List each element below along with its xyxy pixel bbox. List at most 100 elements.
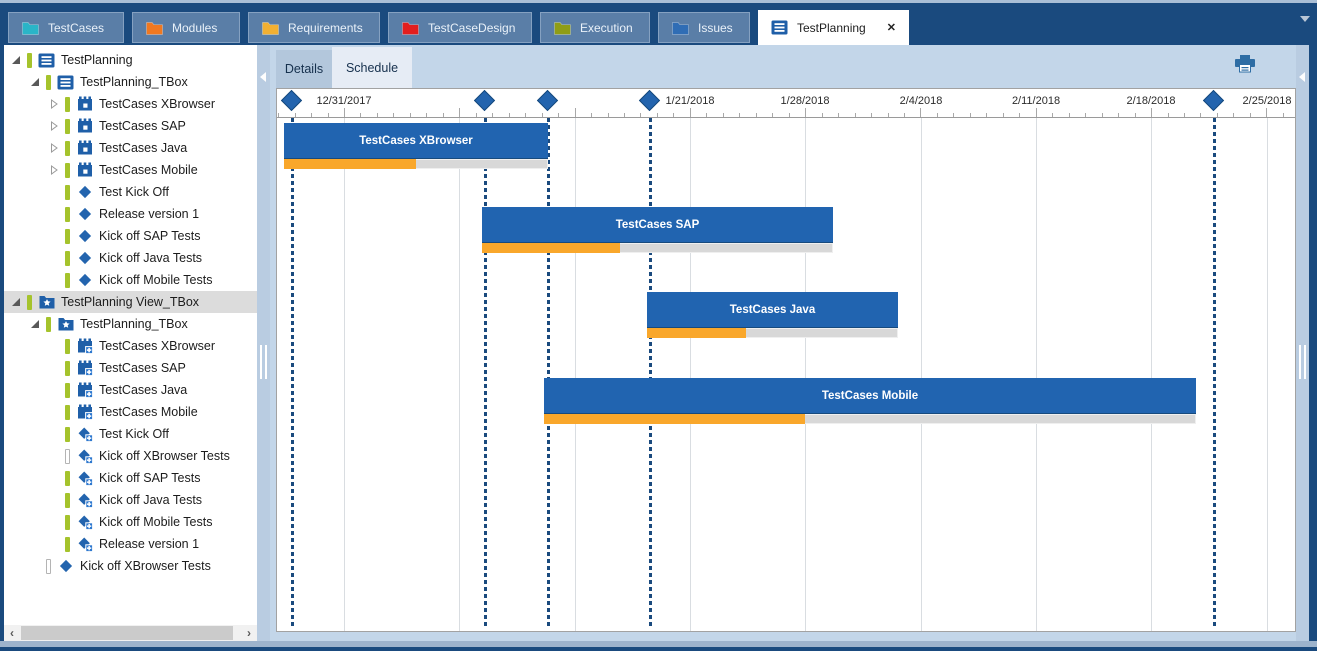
tree-item-testplanning-tbox[interactable]: TestPlanning_TBox [4,313,257,335]
tree-item-release-version-1[interactable]: Release version 1 [4,533,257,555]
tab-testcases[interactable]: TestCases [8,12,124,43]
collapse-arrow-icon[interactable] [47,165,61,175]
tree-item-testcases-java[interactable]: TestCases Java [4,379,257,401]
milestone-diamond-icon[interactable] [1202,89,1225,112]
tree-item-kick-off-xbrowser-tests[interactable]: Kick off XBrowser Tests [4,445,257,467]
timeline-tick [1068,113,1070,117]
tree-item-kick-off-sap-tests[interactable]: Kick off SAP Tests [4,467,257,489]
week-gridline [459,118,460,631]
folder-icon [554,21,571,35]
tab-issues[interactable]: Issues [658,12,750,43]
splitter-grip-icon[interactable] [260,345,267,379]
timeline-tick [591,113,593,117]
status-bar-icon [65,360,70,376]
milestone-diamond-icon[interactable] [473,89,496,112]
tab-overflow-caret-icon[interactable] [1300,16,1310,22]
collapse-arrow-icon[interactable] [47,121,61,131]
tree-item-kick-off-xbrowser-tests[interactable]: Kick off XBrowser Tests [4,555,257,577]
tree-horizontal-scrollbar[interactable]: ‹ › [4,625,257,641]
scrollbar-thumb[interactable] [21,626,233,640]
tree-item-test-kick-off[interactable]: Test Kick Off [4,423,257,445]
right-panel-splitter[interactable] [1296,45,1309,641]
tab-execution[interactable]: Execution [540,12,650,43]
scroll-right-icon[interactable]: › [247,626,251,640]
tree-item-testplanning-view-tbox[interactable]: TestPlanning View_TBox [4,291,257,313]
folder-icon [402,21,419,35]
tree-item-testcases-sap[interactable]: TestCases SAP [4,115,257,137]
timeline-tick [871,113,873,117]
timeline-tick [525,113,527,117]
status-bar-icon [65,118,70,134]
status-bar-icon [46,558,51,574]
tree-item-testcases-sap[interactable]: TestCases SAP [4,357,257,379]
tree-item-kick-off-java-tests[interactable]: Kick off Java Tests [4,247,257,269]
tree-item-testplanning-tbox[interactable]: TestPlanning_TBox [4,71,257,93]
status-bar-icon [65,184,70,200]
tree-item-testcases-xbrowser[interactable]: TestCases XBrowser [4,93,257,115]
timeline-tick [986,113,988,117]
close-icon[interactable]: ✕ [886,22,896,34]
splitter-grip-icon[interactable] [1299,345,1306,379]
milestone-line [649,118,652,629]
scroll-left-icon[interactable]: ‹ [10,626,14,640]
status-bar-icon [65,228,70,244]
tree-item-label: Kick off SAP Tests [99,229,201,243]
milestone-diamond-icon[interactable] [536,89,559,112]
tree-item-release-version-1[interactable]: Release version 1 [4,203,257,225]
tab-requirements[interactable]: Requirements [248,12,380,43]
print-icon[interactable] [1234,55,1256,73]
gantt-bar-testcases-mobile[interactable]: TestCases Mobile [544,378,1196,414]
expand-arrow-icon[interactable] [9,297,23,307]
gantt-bar-testcases-xbrowser[interactable]: TestCases XBrowser [284,123,548,159]
timeline-tick [838,113,840,117]
milestone-diamond-icon[interactable] [638,89,661,112]
expand-arrow-icon[interactable] [28,77,42,87]
calendar-plus-icon [76,360,93,376]
tree-item-kick-off-sap-tests[interactable]: Kick off SAP Tests [4,225,257,247]
timeline-tick [311,113,313,117]
timeline-tick [1233,113,1235,117]
expand-arrow-icon[interactable] [28,319,42,329]
left-panel-splitter[interactable] [257,45,270,641]
tree-item-label: Kick off Mobile Tests [99,273,213,287]
status-bar-icon [65,140,70,156]
gantt-bar-testcases-sap[interactable]: TestCases SAP [482,207,833,243]
tab-details[interactable]: Details [276,50,332,88]
collapse-arrow-icon[interactable] [47,143,61,153]
gantt-bar-label: TestCases XBrowser [359,134,473,147]
status-bar-icon [65,492,70,508]
tree-item-kick-off-mobile-tests[interactable]: Kick off Mobile Tests [4,269,257,291]
tree-item-kick-off-mobile-tests[interactable]: Kick off Mobile Tests [4,511,257,533]
timeline-tick [788,113,790,117]
timeline-tick [475,113,477,117]
timeline-tick [278,113,280,117]
timeline-tick [969,113,971,117]
folder-icon [262,21,279,35]
tab-modules[interactable]: Modules [132,12,240,43]
tree-item-test-kick-off[interactable]: Test Kick Off [4,181,257,203]
tree-item-kick-off-java-tests[interactable]: Kick off Java Tests [4,489,257,511]
tree-item-label: TestCases Mobile [99,163,198,177]
expand-arrow-icon[interactable] [9,55,23,65]
status-bar-icon [65,206,70,222]
timeline-tick [1134,113,1136,117]
milestone-diamond-icon[interactable] [280,89,303,112]
tree-item-testcases-java[interactable]: TestCases Java [4,137,257,159]
tree-item-testcases-mobile[interactable]: TestCases Mobile [4,159,257,181]
tree-item-testcases-xbrowser[interactable]: TestCases XBrowser [4,335,257,357]
tab-testcasedesign[interactable]: TestCaseDesign [388,12,532,43]
tab-label: TestPlanning [797,20,866,35]
list-icon [771,20,788,35]
collapse-panel-arrow-icon[interactable] [260,72,266,82]
tree-item-testplanning[interactable]: TestPlanning [4,49,257,71]
timeline-tick [689,108,691,117]
tab-testplanning[interactable]: TestPlanning ✕ [758,10,909,45]
collapse-arrow-icon[interactable] [47,99,61,109]
collapse-panel-arrow-icon[interactable] [1299,72,1305,82]
timeline-tick [1282,113,1284,117]
gantt-bar-testcases-java[interactable]: TestCases Java [647,292,898,328]
tree-item-testcases-mobile[interactable]: TestCases Mobile [4,401,257,423]
tab-schedule[interactable]: Schedule [332,47,412,88]
star-icon [57,316,74,332]
week-gridline [575,118,576,631]
